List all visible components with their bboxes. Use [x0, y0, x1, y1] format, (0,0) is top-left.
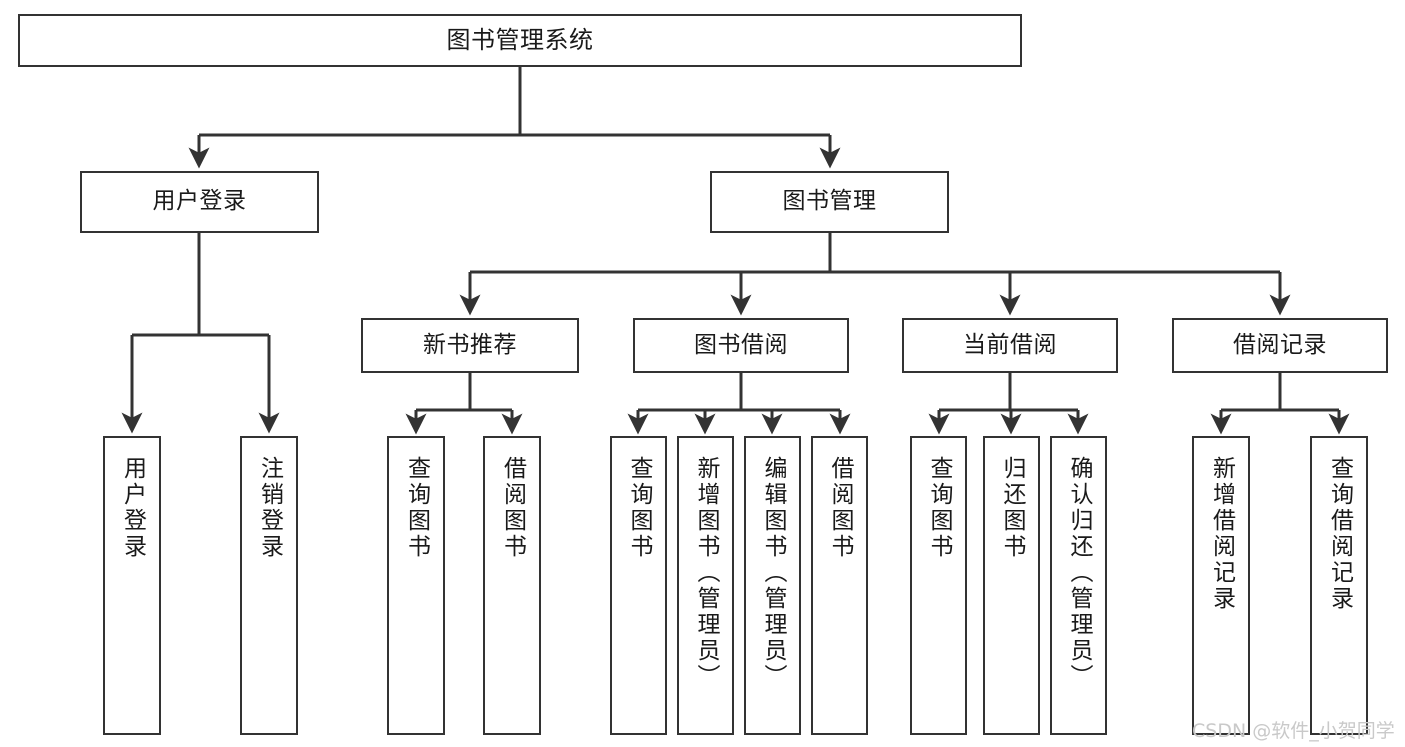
node-cb-return-book-label: 归还图书	[999, 456, 1025, 560]
node-user-logout[interactable]: 注销登录	[240, 436, 298, 735]
node-book-borrow[interactable]: 图书借阅	[633, 318, 849, 373]
node-borrow-records-label: 借阅记录	[1233, 331, 1327, 358]
node-cb-query-book[interactable]: 查询图书	[910, 436, 967, 735]
node-user-logout-label: 注销登录	[256, 456, 283, 560]
node-br-add-record-label: 新增借阅记录	[1208, 456, 1235, 612]
node-borrow-records[interactable]: 借阅记录	[1172, 318, 1388, 373]
node-cb-confirm-return-label: 确认归还（管理员）	[1066, 456, 1092, 690]
node-nbr-borrow-book[interactable]: 借阅图书	[483, 436, 541, 735]
node-cb-return-book[interactable]: 归还图书	[983, 436, 1040, 735]
node-cb-confirm-return[interactable]: 确认归还（管理员）	[1050, 436, 1107, 735]
node-nbr-borrow-book-label: 借阅图书	[499, 456, 526, 560]
node-br-query-record[interactable]: 查询借阅记录	[1310, 436, 1368, 735]
node-root-label: 图书管理系统	[446, 26, 594, 55]
node-br-add-record[interactable]: 新增借阅记录	[1192, 436, 1250, 735]
node-user-login-do-label: 用户登录	[119, 456, 146, 560]
node-br-query-record-label: 查询借阅记录	[1326, 456, 1353, 612]
node-bb-query-book-label: 查询图书	[626, 456, 652, 560]
csdn-watermark: CSDN @软件_小贺同学	[1192, 720, 1395, 742]
node-new-book-recommend-label: 新书推荐	[423, 331, 517, 358]
node-book-manage[interactable]: 图书管理	[710, 171, 949, 233]
node-bb-edit-book-label: 编辑图书（管理员）	[760, 456, 786, 690]
node-bb-add-book-label: 新增图书（管理员）	[693, 456, 719, 690]
node-bb-borrow-book-label: 借阅图书	[827, 456, 853, 560]
node-bb-query-book[interactable]: 查询图书	[610, 436, 667, 735]
node-bb-borrow-book[interactable]: 借阅图书	[811, 436, 868, 735]
node-user-login[interactable]: 用户登录	[80, 171, 319, 233]
node-nbr-query-book-label: 查询图书	[403, 456, 430, 560]
node-nbr-query-book[interactable]: 查询图书	[387, 436, 445, 735]
node-bb-edit-book[interactable]: 编辑图书（管理员）	[744, 436, 801, 735]
node-new-book-recommend[interactable]: 新书推荐	[361, 318, 579, 373]
node-root[interactable]: 图书管理系统	[18, 14, 1022, 67]
node-bb-add-book[interactable]: 新增图书（管理员）	[677, 436, 734, 735]
node-cb-query-book-label: 查询图书	[926, 456, 952, 560]
node-user-login-do[interactable]: 用户登录	[103, 436, 161, 735]
node-current-borrow[interactable]: 当前借阅	[902, 318, 1118, 373]
node-book-borrow-label: 图书借阅	[694, 331, 788, 358]
node-book-manage-label: 图书管理	[782, 188, 877, 215]
node-current-borrow-label: 当前借阅	[963, 331, 1057, 358]
node-user-login-label: 用户登录	[152, 188, 247, 215]
